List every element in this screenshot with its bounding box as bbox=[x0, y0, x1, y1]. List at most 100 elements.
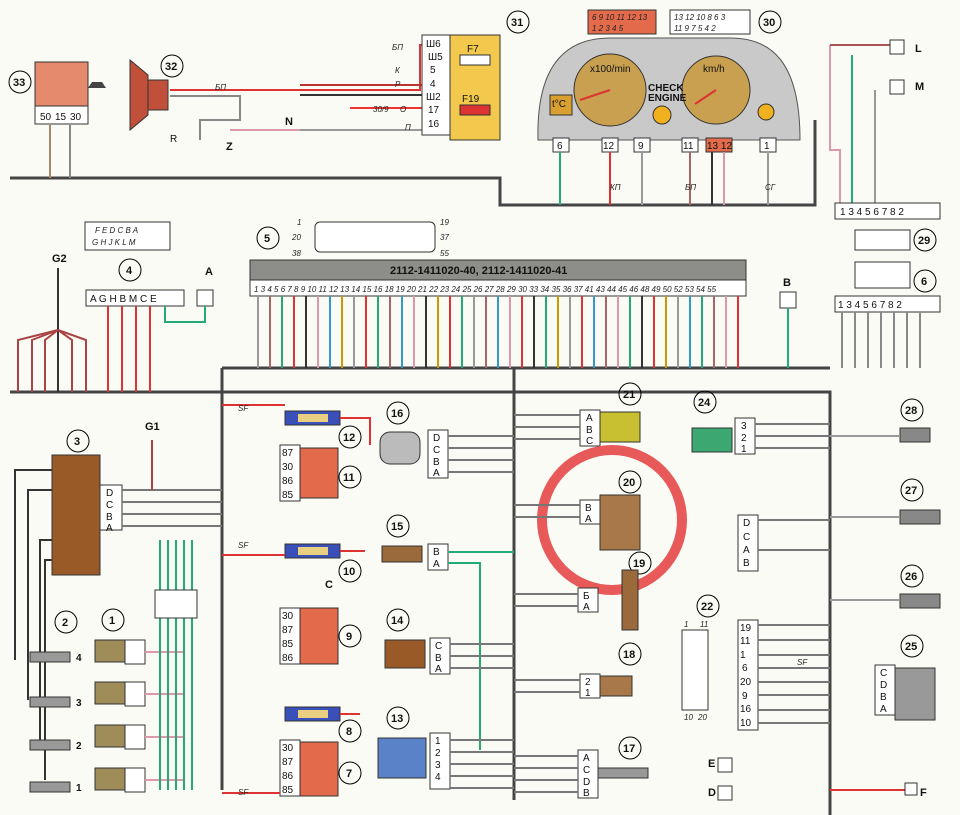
svg-text:20: 20 bbox=[740, 677, 752, 688]
svg-text:2: 2 bbox=[62, 617, 68, 629]
svg-text:19: 19 bbox=[440, 218, 449, 227]
diag-connector-4: G2 4 A A G H B M C E bbox=[17, 253, 214, 392]
svg-text:87: 87 bbox=[282, 625, 294, 636]
svg-text:B: B bbox=[433, 547, 440, 558]
svg-text:C: C bbox=[880, 668, 887, 679]
svg-text:Ш5: Ш5 bbox=[428, 52, 443, 63]
svg-text:SF: SF bbox=[797, 658, 808, 667]
svg-text:6: 6 bbox=[742, 663, 748, 674]
svg-text:38: 38 bbox=[292, 249, 301, 258]
svg-text:B: B bbox=[435, 653, 442, 664]
svg-text:Z: Z bbox=[226, 141, 233, 153]
svg-text:A: A bbox=[743, 545, 750, 556]
svg-text:12: 12 bbox=[343, 432, 355, 444]
svg-text:B: B bbox=[880, 692, 887, 703]
svg-text:ENGINE: ENGINE bbox=[648, 93, 687, 104]
svg-text:1 3 4 5 6 7 8 2: 1 3 4 5 6 7 8 2 bbox=[838, 300, 902, 311]
wire-code-labels: БП К Р 30/9 О П БП КП БП СГ SF SF SF SF bbox=[215, 43, 808, 797]
svg-text:19: 19 bbox=[740, 623, 752, 634]
svg-text:6: 6 bbox=[921, 276, 927, 288]
spark-plugs-2: 2 4 3 2 1 bbox=[29, 610, 82, 794]
svg-text:18: 18 bbox=[623, 649, 635, 661]
svg-text:26: 26 bbox=[905, 571, 917, 583]
svg-text:30: 30 bbox=[282, 743, 294, 754]
sensors-middle: 16 DC BA 15 BA 14 CB A 13 12 34 bbox=[377, 401, 514, 790]
pin-15: 15 bbox=[55, 112, 67, 123]
svg-text:1: 1 bbox=[435, 736, 441, 747]
svg-text:G H J K L M: G H J K L M bbox=[92, 238, 136, 247]
svg-text:30/9: 30/9 bbox=[373, 105, 389, 114]
key-icon bbox=[88, 82, 106, 88]
svg-text:17: 17 bbox=[428, 105, 440, 116]
svg-text:О: О bbox=[400, 105, 406, 114]
svg-text:10: 10 bbox=[343, 566, 355, 578]
svg-text:87: 87 bbox=[282, 448, 294, 459]
pin-50: 50 bbox=[40, 112, 52, 123]
svg-text:10: 10 bbox=[684, 713, 693, 722]
svg-text:3: 3 bbox=[435, 760, 441, 771]
svg-text:К: К bbox=[395, 66, 401, 75]
svg-text:B: B bbox=[585, 503, 592, 514]
svg-text:86: 86 bbox=[282, 476, 294, 487]
svg-text:16: 16 bbox=[428, 119, 440, 130]
pin-30: 30 bbox=[70, 112, 82, 123]
ecu-wire-fan bbox=[257, 296, 739, 368]
svg-text:9: 9 bbox=[346, 631, 352, 643]
svg-text:4: 4 bbox=[435, 772, 441, 783]
svg-text:B: B bbox=[743, 558, 750, 569]
svg-text:3: 3 bbox=[741, 421, 747, 432]
instrument-cluster: x100/min km/h t°C CHECK ENGINE 30 6 9 10… bbox=[537, 9, 801, 153]
svg-text:16: 16 bbox=[391, 408, 403, 420]
svg-text:1: 1 bbox=[297, 218, 301, 227]
svg-text:6 9 10 11 12 13: 6 9 10 11 12 13 bbox=[592, 13, 648, 22]
svg-text:A: A bbox=[880, 704, 887, 715]
svg-text:БП: БП bbox=[392, 43, 403, 52]
svg-text:4: 4 bbox=[126, 265, 133, 277]
svg-text:N: N bbox=[285, 116, 293, 128]
svg-text:km/h: km/h bbox=[703, 64, 725, 75]
svg-text:A: A bbox=[585, 514, 592, 525]
ecu-header: 2112-1411020-40, 2112-1411020-41 1 3 4 5… bbox=[249, 226, 747, 297]
svg-text:14: 14 bbox=[391, 615, 404, 627]
svg-text:БП: БП bbox=[685, 183, 696, 192]
ignition-module-3: 3 D C B A G1 bbox=[14, 421, 222, 780]
ecu-connector-icon: F E D C B A G H J K L M 1 20 38 19 37 55… bbox=[84, 218, 937, 293]
svg-text:24: 24 bbox=[698, 397, 711, 409]
svg-text:3: 3 bbox=[74, 436, 80, 448]
cluster-wires bbox=[559, 152, 769, 205]
svg-text:t°C: t°C bbox=[552, 99, 566, 110]
ecu-title: 2112-1411020-40, 2112-1411020-41 bbox=[390, 265, 567, 277]
svg-text:M: M bbox=[915, 81, 924, 93]
svg-text:8: 8 bbox=[346, 726, 352, 738]
svg-text:7: 7 bbox=[346, 768, 352, 780]
svg-text:5: 5 bbox=[264, 233, 270, 245]
svg-text:D: D bbox=[743, 518, 750, 529]
svg-text:B: B bbox=[586, 425, 593, 436]
svg-text:A: A bbox=[583, 602, 590, 613]
sensors-right: 24 32 1 28 27 26 25 CD BA 22 1 11 10 20 … bbox=[681, 390, 941, 801]
svg-text:D: D bbox=[433, 433, 440, 444]
svg-text:SF: SF bbox=[238, 541, 249, 550]
right-top-connectors: L M 1 3 4 5 6 7 8 2 bbox=[829, 39, 941, 220]
connector-B: B 1 3 4 5 6 7 8 2 bbox=[779, 277, 941, 368]
svg-text:СГ: СГ bbox=[765, 183, 776, 192]
svg-text:6: 6 bbox=[557, 141, 563, 152]
svg-text:1 3 4 5 6 7 8 2: 1 3 4 5 6 7 8 2 bbox=[840, 207, 904, 218]
svg-text:A: A bbox=[435, 664, 442, 675]
svg-text:БП: БП bbox=[215, 83, 226, 92]
svg-text:13 12: 13 12 bbox=[707, 141, 732, 152]
svg-text:5: 5 bbox=[430, 65, 436, 76]
ignition-switch-33: 50 15 30 33 bbox=[8, 61, 106, 125]
svg-text:2: 2 bbox=[585, 677, 591, 688]
svg-text:B: B bbox=[783, 277, 791, 289]
svg-text:37: 37 bbox=[440, 233, 449, 242]
svg-text:21: 21 bbox=[623, 389, 635, 401]
svg-text:3: 3 bbox=[76, 698, 82, 709]
svg-text:20: 20 bbox=[623, 477, 635, 489]
svg-text:13 12 10 8 6 3: 13 12 10 8 6 3 bbox=[674, 13, 726, 22]
svg-text:86: 86 bbox=[282, 771, 294, 782]
svg-text:9: 9 bbox=[742, 691, 748, 702]
fuse-f19-label: F19 bbox=[462, 94, 480, 105]
svg-text:Б: Б bbox=[583, 591, 590, 602]
svg-text:x100/min: x100/min bbox=[590, 64, 631, 75]
